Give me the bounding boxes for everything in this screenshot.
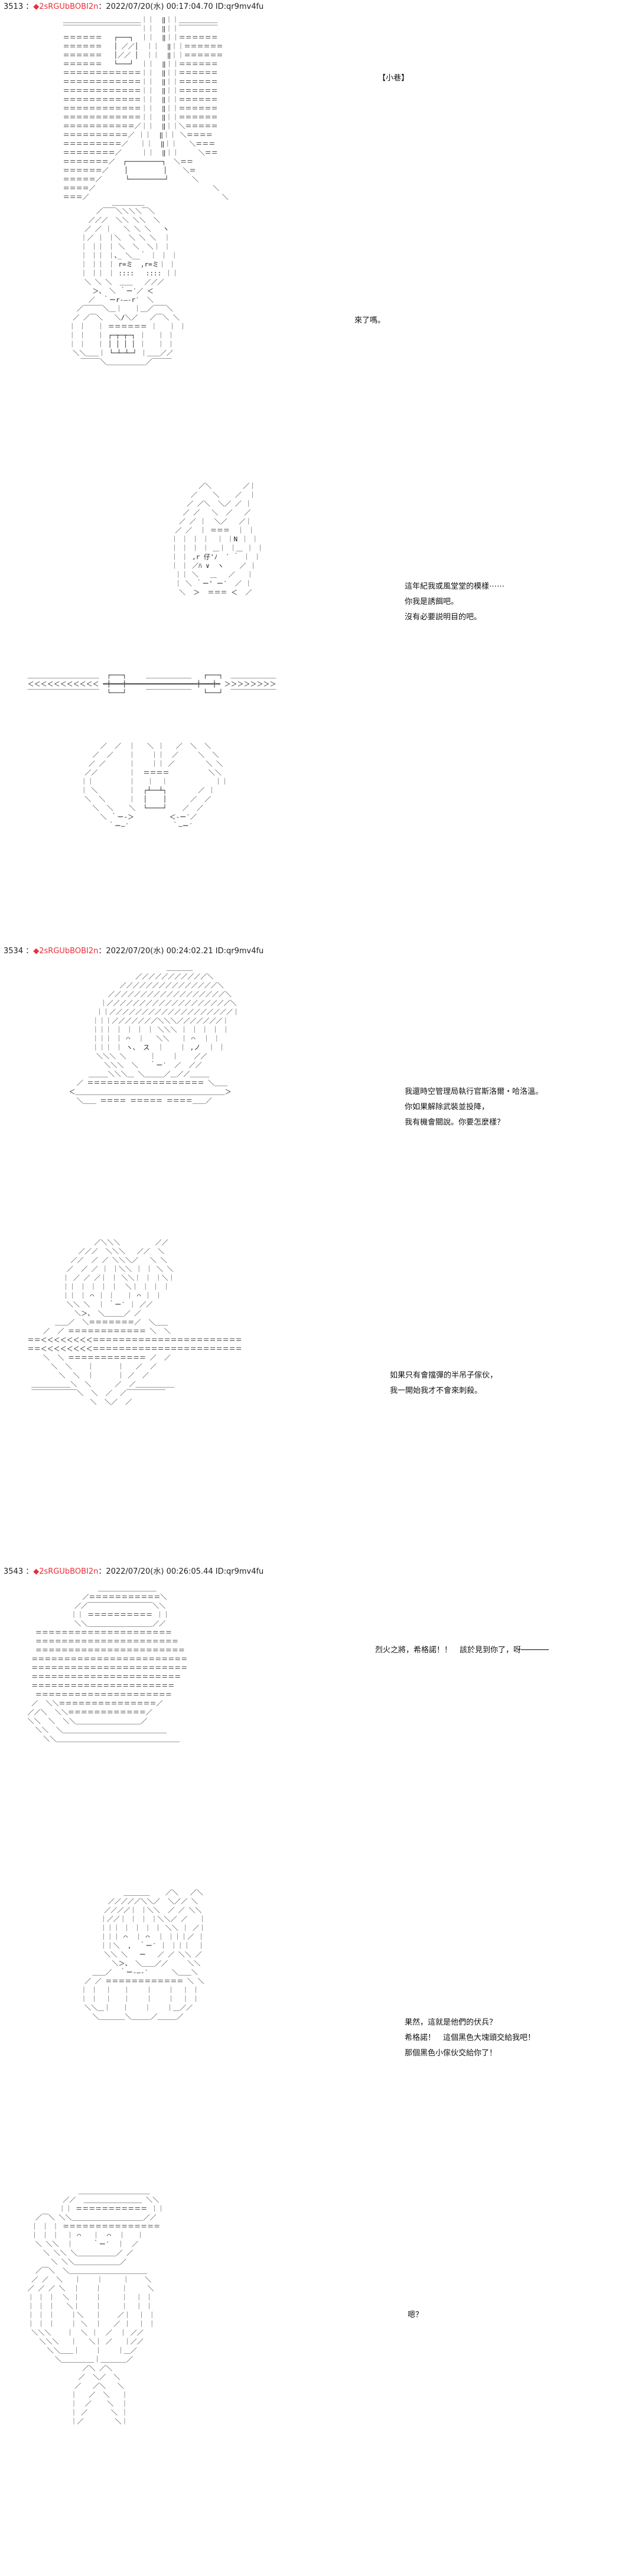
ascii-art-character-charging: ＿＿＿＿＿＿＿＿＿ ／＝＝＝＝＝＝＝＝＝＝＝＼ ／／￣￣￣￣￣￣￣￣￣￣＼＼ ｜… bbox=[27, 1584, 188, 1743]
trip-name[interactable]: ◆2sRGUbBOBI2n bbox=[33, 1567, 99, 1576]
trip-name[interactable]: ◆2sRGUbBOBI2n bbox=[33, 947, 99, 956]
dialogue-block: 我還時空管理局執行官斯洛爾・哈洛溫。 你如果解除武裝並投降， 我有機會關說。你要… bbox=[405, 1087, 543, 1127]
post-date: 2022/07/20(水) 00:26:05.44 bbox=[106, 1567, 213, 1576]
post-number: 3534 bbox=[4, 947, 24, 956]
dialogue-block: 這年紀我或風堂堂的模樣⋯⋯ 你我是誘餌吧。 沒有必要説明目的吧。 bbox=[405, 582, 505, 622]
post-number: 3543 bbox=[4, 1567, 24, 1576]
post-date: 2022/07/20(水) 00:24:02.21 bbox=[106, 947, 213, 956]
post-id: ID:qr9mv4fu bbox=[215, 1567, 264, 1576]
ascii-art-sword: ＿＿＿＿＿＿＿＿＿＿＿ ┌───┐ ＿＿＿＿＿＿＿ ┌───┐ ＿＿＿＿＿＿＿ … bbox=[27, 671, 276, 697]
dialogue-block: 如果只有會擋彈的半吊子傢伙， 我一開始我才不會來刺殺。 bbox=[390, 1371, 498, 1395]
post-id: ID:qr9mv4fu bbox=[215, 2, 264, 11]
post-date: 2022/07/20(水) 00:17:04.70 bbox=[106, 2, 213, 11]
post-header: 3513 ：◆2sRGUbBOBI2n：2022/07/20(水) 00:17:… bbox=[4, 2, 264, 11]
ascii-art-character-standing: ＿＿＿＿＿ ／￣￣＼＼＼＼￣＼ ／／／ ＼＼ ＼＼ ＼ ／ ／ ｜ ＼ ＼ ＼ … bbox=[69, 199, 186, 366]
dialogue-line: 嗯？ bbox=[408, 2311, 424, 2320]
ascii-art-character-turning: ＿＿＿＿＿＿＿＿＿＿＿ ／／ ＿＿＿＿＿＿＿＿＿ ＼＼ ｜｜ ＝＝＝＝＝＝＝＝＝… bbox=[27, 2187, 164, 2425]
ascii-art-character-spear: ／＼＼＼ ／／ ／／／ ＼＼＼ ／／ ＼ ／／ ／ ／ ＼＼＼／ ＼ ＼ ／ ／… bbox=[27, 1239, 242, 1406]
dialogue-block: 果然，這就是他們的伏兵？ 希格諾！ 這個黑色大塊頭交給我吧！ 那個黑色小傢伙交給… bbox=[405, 2018, 536, 2058]
dialogue-location: 【小巷】 bbox=[378, 74, 409, 83]
post-header: 3534 ：◆2sRGUbBOBI2n：2022/07/20(水) 00:24:… bbox=[4, 947, 264, 956]
ascii-art-character-pointing: ＿＿＿＿ ／＼ ／＼ ／／／／／＼＼／ ＼／／ ＼ ／／／／｜ ｜＼＼ ／ ／ … bbox=[80, 1889, 206, 2020]
dialogue-line: 烈火之將，希格諾！！ 該於見到你了，呀────── bbox=[375, 1646, 549, 1655]
post-number: 3513 bbox=[4, 2, 24, 11]
ascii-art-character-legs: ／ ／ ｜ ＼ ｜ ／ ＼ ＼ ／ ／ ｜ ｜｜ ／ ＼ ＼ ／ ／ ｜ ｜｜ … bbox=[80, 742, 228, 830]
ascii-art-alley: ＿＿＿＿＿＿＿＿＿＿＿＿｜｜ ‖｜｜＿＿＿＿＿＿ ￣￣￣￣￣￣￣￣￣￣￣￣｜｜ … bbox=[63, 16, 229, 201]
ascii-art-character-cape: ＿＿＿＿ ／／／／／／／／／／／＼ ／／／／／／／／／／／／／／／＼ ／／／／／… bbox=[69, 964, 239, 1105]
trip-name[interactable]: ◆2sRGUbBOBI2n bbox=[33, 2, 99, 11]
ascii-art-character-weapon: ／＼ ／｜ ／ ＼ ／ ｜ ／ ／＼ ＼／ ／ ｜ ／ ／ ＼ ／ ／ ／ ／ … bbox=[171, 482, 264, 596]
post-header: 3543 ：◆2sRGUbBOBI2n：2022/07/20(水) 00:26:… bbox=[4, 1567, 264, 1576]
dialogue-line: 來了嗎。 bbox=[354, 316, 386, 325]
post-id: ID:qr9mv4fu bbox=[215, 947, 264, 956]
